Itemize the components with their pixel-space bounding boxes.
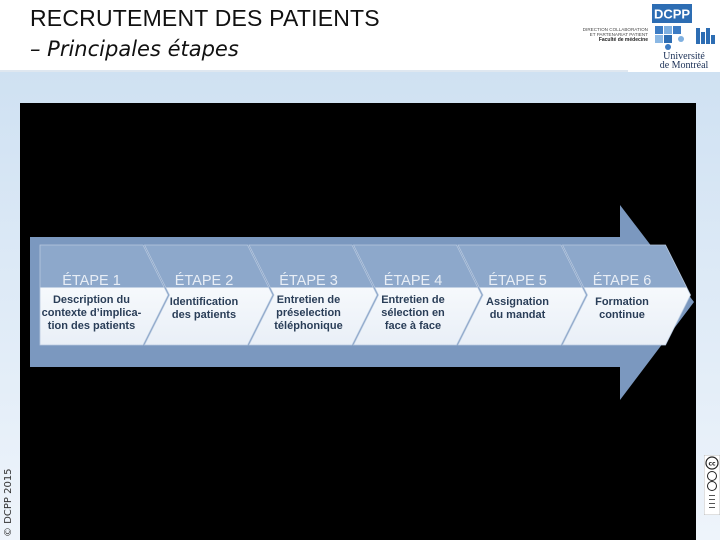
step-description-4: Entretien de sélection en face à face xyxy=(381,294,445,332)
step-chevron-5 xyxy=(457,244,587,346)
faculty-label: Faculté de médecine xyxy=(598,36,648,43)
header-divider xyxy=(0,70,628,72)
university-line-2: de Montréal xyxy=(660,60,709,70)
step-description-6: Formation continue xyxy=(595,296,649,321)
puzzle-icon xyxy=(655,26,684,50)
step-title-3: ÉTAPE 3 xyxy=(279,273,338,289)
copyright-note: © DCPP 2015 xyxy=(3,468,14,537)
step-chevron-6 xyxy=(561,244,691,346)
step-description-2: Identification des patients xyxy=(169,296,239,321)
step-title-5: ÉTAPE 5 xyxy=(488,273,547,289)
step-chevron-1 xyxy=(39,244,169,346)
step-title-6: ÉTAPE 6 xyxy=(592,273,652,289)
dcpp-udem-logo: DCPP Université de Montréal xyxy=(652,4,715,70)
nc-icon xyxy=(707,481,717,491)
step-chevron-2 xyxy=(143,244,273,346)
cc-icon xyxy=(705,456,719,470)
step-title-4: ÉTAPE 4 xyxy=(383,273,443,289)
page-title: RECRUTEMENT DES PATIENTS xyxy=(30,5,380,31)
step-chevron-3 xyxy=(248,244,378,346)
step-chevron-4 xyxy=(352,244,482,346)
udem-emblem-icon xyxy=(696,28,715,44)
page-subtitle: – Principales étapes xyxy=(30,37,239,61)
direction-line-2: ET PARTENARIAT PATIENT xyxy=(589,32,648,38)
step-description-1: Description du contexte d’implica- tion … xyxy=(41,294,142,332)
dcpp-box xyxy=(652,4,692,23)
step-description-3: Entretien de préselection téléphonique xyxy=(274,294,343,332)
university-line-1: Université xyxy=(663,51,705,62)
step-title-2: ÉTAPE 2 xyxy=(174,273,234,289)
step-title-1: ÉTAPE 1 xyxy=(62,273,121,289)
step-chevrons xyxy=(39,244,691,346)
direction-label: DIRECTION COLLABORATION ET PARTENARIAT P… xyxy=(568,27,648,43)
direction-line-1: DIRECTION COLLABORATION xyxy=(582,27,648,32)
by-icon xyxy=(707,471,717,481)
dcpp-text: DCPP xyxy=(654,7,690,22)
svg-text:cc: cc xyxy=(708,461,716,468)
step-description-5: Assignation du mandat xyxy=(486,296,549,321)
creative-commons-license: cc xyxy=(704,455,720,515)
